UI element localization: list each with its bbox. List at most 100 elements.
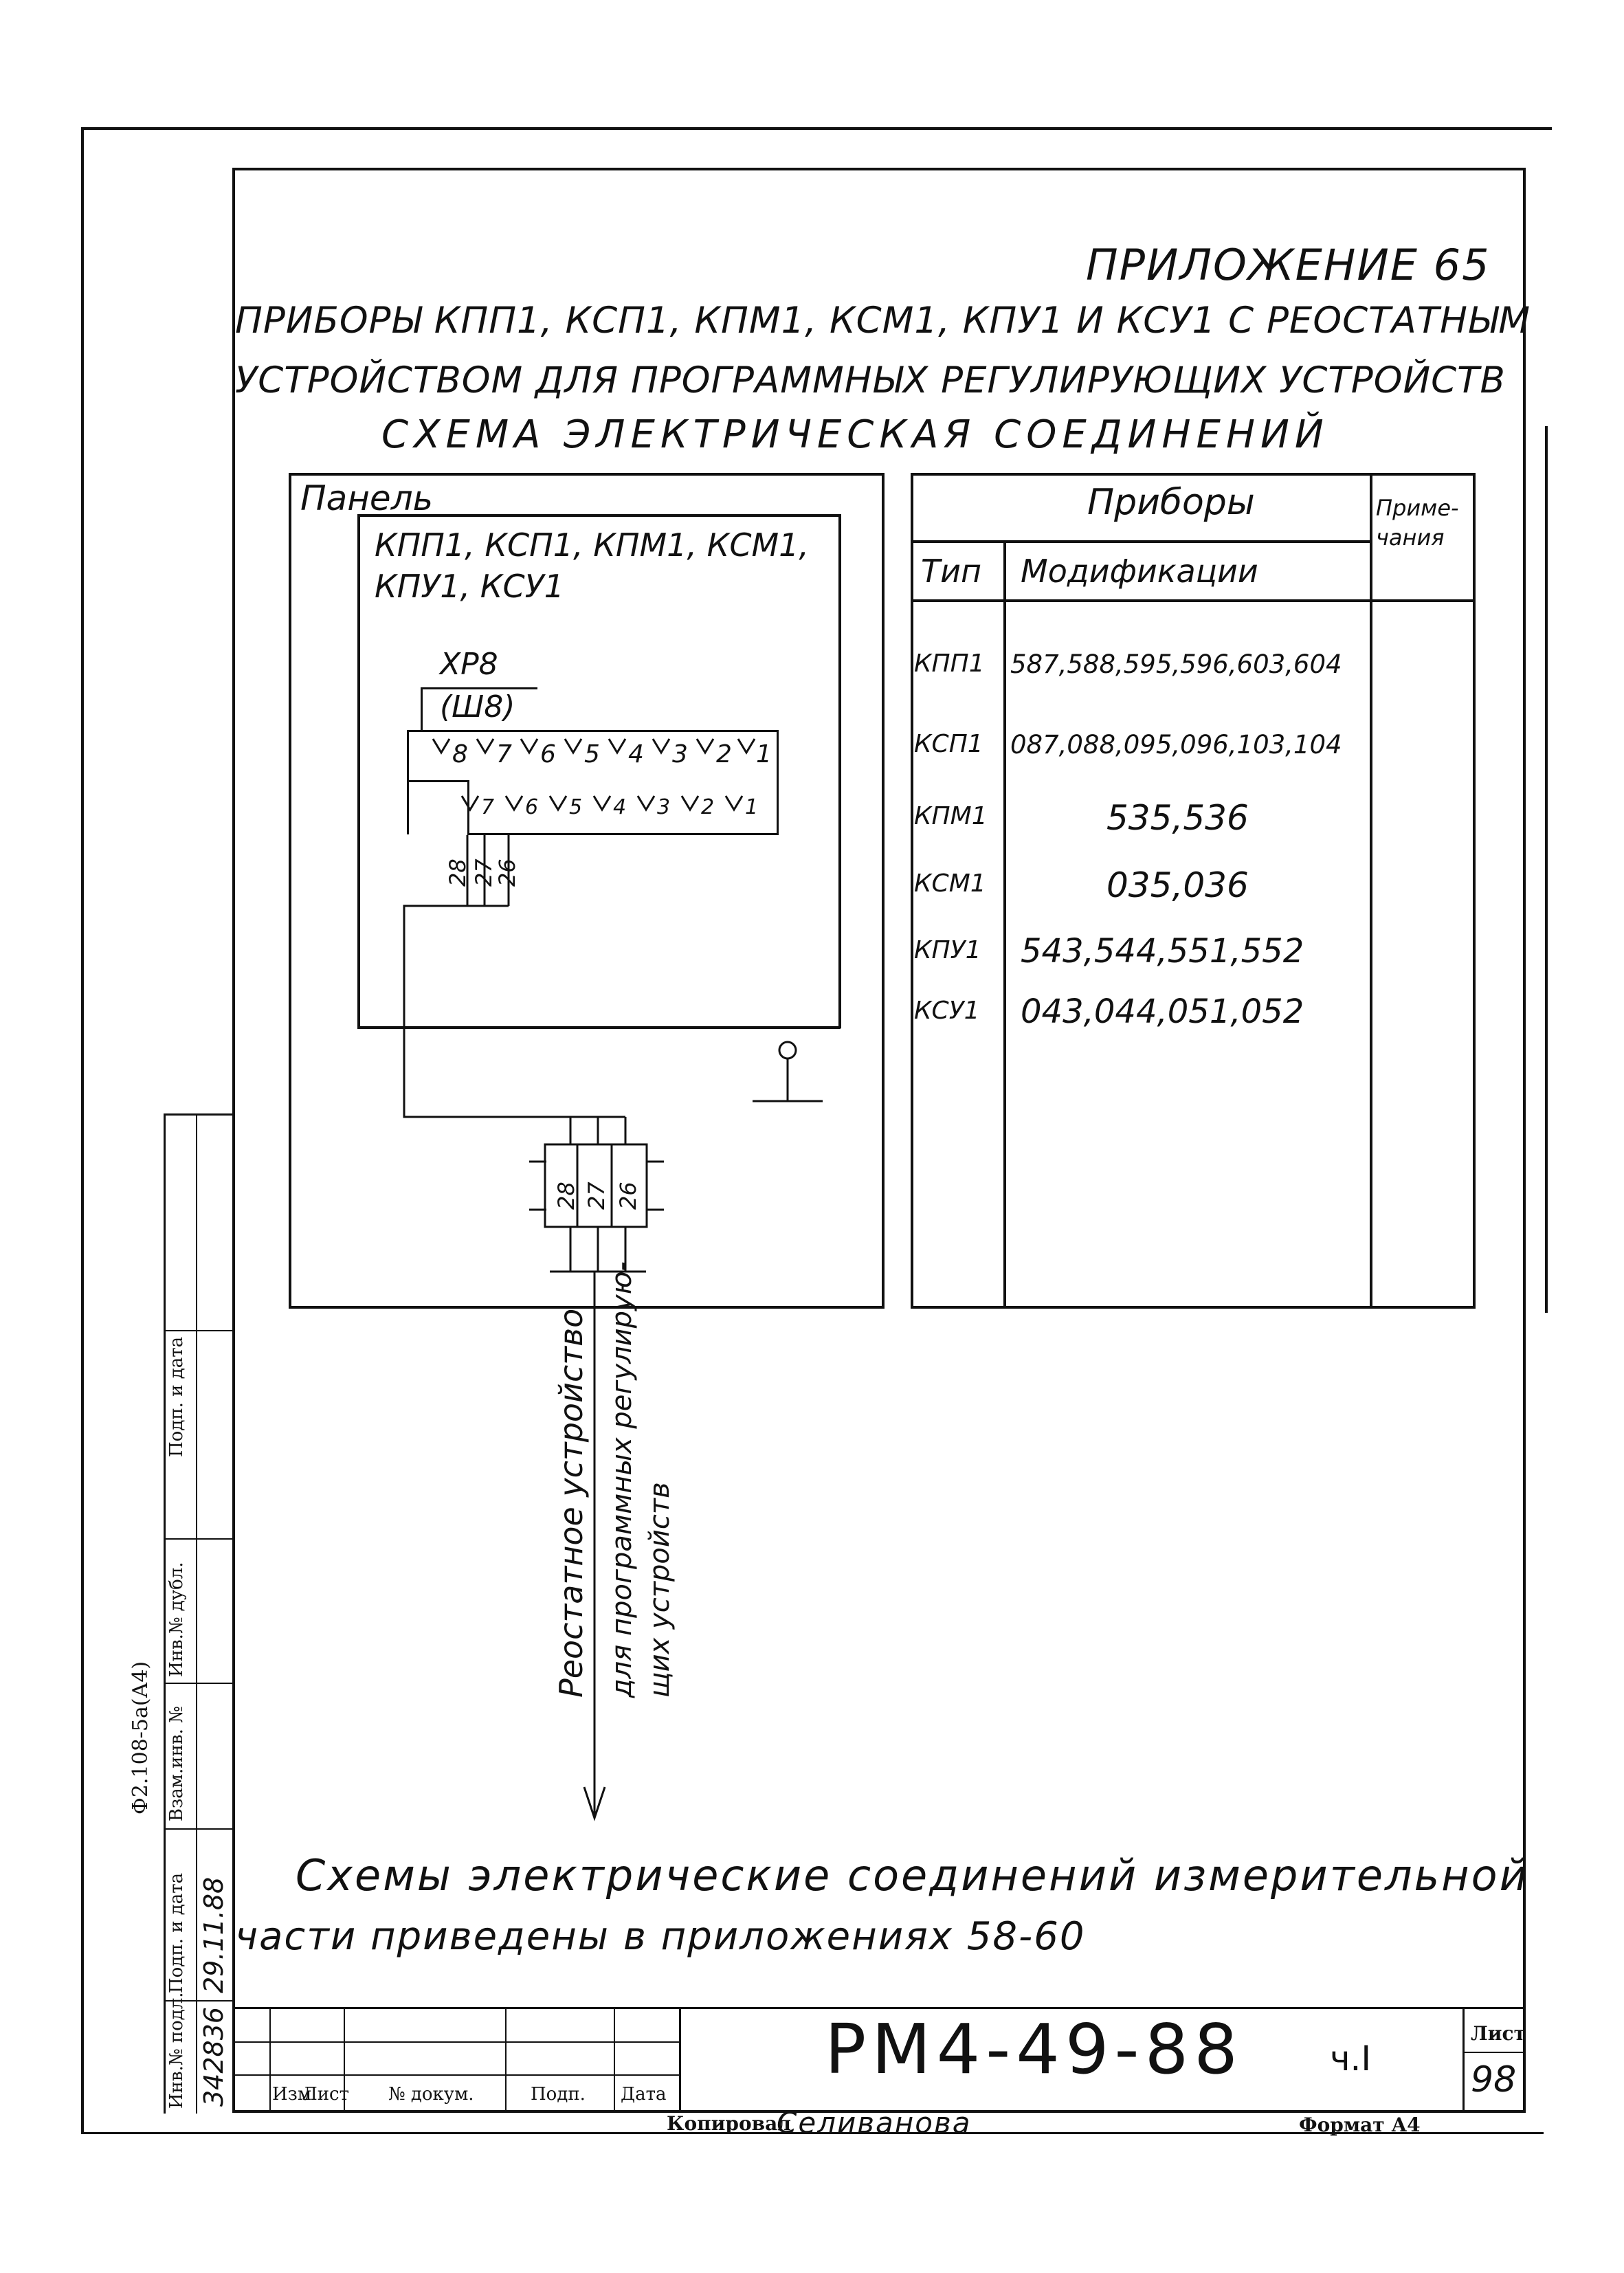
connector-block-bottom: [467, 833, 779, 835]
side-stamp-left: [164, 1113, 166, 2114]
terminal-block: [544, 1143, 648, 1228]
copied-label: Копировал: [667, 2112, 792, 2135]
connector-block-top: [407, 730, 778, 732]
pin-top-1: 1: [756, 740, 772, 768]
connector-block-step: [407, 780, 469, 782]
pin-top-5: 5: [584, 740, 600, 768]
connector-sublabel: (Ш8): [440, 689, 515, 724]
table-row-mods-4: 035,036: [1106, 865, 1249, 905]
device-box-left: [357, 514, 360, 1028]
appendix-label: ПРИЛОЖЕНИЕ 65: [1086, 240, 1491, 290]
wire-label-28: 28: [445, 858, 471, 887]
panel-border-right: [882, 473, 885, 1308]
side-stamp-row-1: [164, 1330, 234, 1331]
pin-top-2: 2: [716, 740, 732, 768]
outer-frame-top: [81, 127, 1552, 130]
connector-bracket: [421, 687, 423, 730]
connector-block-right: [777, 730, 779, 834]
sheet-label: Лист: [1471, 2022, 1526, 2045]
inner-frame-top: [232, 168, 1526, 170]
output-label-line-1: Реостатное устройство: [553, 1308, 590, 1698]
footnote-line-2: части приведены в приложениях 58-60: [235, 1914, 1086, 1959]
table-row-mods-2: 087,088,095,096,103,104: [1010, 730, 1342, 759]
table-col-divider-type: [1003, 542, 1006, 1308]
device-box-bottom: [357, 1026, 841, 1029]
title-block-col-sign: [614, 2007, 615, 2111]
outer-frame-left: [81, 127, 84, 2134]
pin-mark-bottom-2: [680, 795, 700, 812]
pin-top-7: 7: [496, 740, 512, 768]
inner-frame-right: [1523, 168, 1526, 2113]
title-line-3: СХЕМА ЭЛЕКТРИЧЕСКАЯ СОЕДИНЕНИЙ: [381, 412, 1329, 457]
side-inv-value: 342836: [199, 2006, 229, 2107]
table-col-divider-notes: [1370, 473, 1372, 1308]
pin-mark-bottom-7: [460, 795, 480, 812]
table-row-type-1: КПП1: [914, 650, 985, 678]
pin-mark-top-1: [737, 738, 756, 755]
table-row-type-5: КПУ1: [914, 936, 981, 964]
wire-label-27: 27: [471, 858, 497, 887]
title-block-col-list: [344, 2007, 345, 2111]
title-block-top: [232, 2007, 1526, 2009]
wire-label-26: 26: [494, 858, 520, 887]
table-row-type-2: КСП1: [914, 730, 983, 758]
inner-frame-bottom: [232, 2110, 1526, 2113]
side-inv-podl: Инв.№ подл.: [166, 1992, 187, 2109]
title-line-2: УСТРОЙСТВОМ ДЛЯ ПРОГРАММНЫХ РЕГУЛИРУЮЩИХ…: [235, 359, 1506, 401]
table-border-top: [911, 473, 1476, 476]
side-inv-dubl: Инв.№ дубл.: [166, 1562, 187, 1677]
side-sign-date: 29.11.88: [199, 1876, 229, 1993]
pin-bottom-5: 5: [569, 795, 583, 819]
pin-mark-top-8: [432, 738, 451, 755]
table-row-mods-5: 543,544,551,552: [1021, 932, 1304, 971]
pin-mark-bottom-1: [724, 795, 744, 812]
title-block-row-1: [232, 2041, 679, 2043]
table-row-mods-3: 535,536: [1106, 798, 1249, 838]
device-box-top: [357, 514, 841, 517]
side-podp-data: Подп. и дата: [166, 1872, 187, 1993]
pin-top-8: 8: [452, 740, 468, 768]
title-col-list: Лист: [302, 2084, 349, 2105]
wire-28: [403, 835, 572, 1144]
side-stamp-row-3: [164, 1683, 234, 1684]
panel-border-left: [289, 473, 291, 1308]
table-border-bottom: [911, 1306, 1476, 1309]
table-col-mods: Модификации: [1021, 553, 1258, 590]
document-part: ч.I: [1330, 2039, 1372, 2078]
title-col-izm: Изм: [272, 2084, 312, 2105]
table-header-rule-2: [911, 599, 1476, 602]
pin-bottom-4: 4: [613, 795, 627, 819]
pin-mark-bottom-6: [504, 795, 524, 812]
pin-mark-bottom-3: [636, 795, 656, 812]
output-label-line-3: щих устройств: [644, 1482, 676, 1698]
pin-bottom-2: 2: [701, 795, 715, 819]
table-header-rule-1: [911, 540, 1371, 543]
table-row-type-3: КПМ1: [914, 802, 988, 830]
table-col-type: Тип: [921, 553, 982, 590]
pin-mark-top-2: [696, 738, 715, 755]
pin-mark-top-5: [564, 738, 583, 755]
terminal-label-27: 27: [583, 1182, 610, 1210]
format-label: Формат А4: [1299, 2114, 1421, 2136]
inner-frame-left: [232, 168, 235, 2113]
table-border-right: [1473, 473, 1476, 1308]
copied-by: Селиванова: [777, 2106, 972, 2140]
connector-block-left: [407, 730, 409, 834]
pin-bottom-6: 6: [525, 795, 539, 819]
table-border-left: [911, 473, 913, 1308]
footnote-line-1: Схемы электрические соединений измерител…: [296, 1850, 1529, 1900]
connector-label-rule: [421, 687, 537, 689]
device-models-line-2: КПУ1, КСУ1: [375, 568, 564, 605]
sheet-number: 98: [1471, 2059, 1517, 2100]
side-podp-data-2: Подп. и дата: [166, 1336, 187, 1457]
panel-border-top: [289, 473, 883, 476]
title-line-1: ПРИБОРЫ КПП1, КСП1, КПМ1, КСМ1, КПУ1 И К…: [235, 300, 1531, 342]
title-block-sheet-rule: [1462, 2052, 1524, 2053]
title-block-row-2: [232, 2074, 679, 2076]
terminal-label-26: 26: [615, 1182, 641, 1210]
side-vzam-inv: Взам.инв. №: [166, 1706, 187, 1821]
pin-top-6: 6: [540, 740, 556, 768]
pin-top-4: 4: [628, 740, 644, 768]
table-row-mods-1: 587,588,595,596,603,604: [1010, 650, 1342, 679]
title-block-col-doc: [505, 2007, 507, 2111]
